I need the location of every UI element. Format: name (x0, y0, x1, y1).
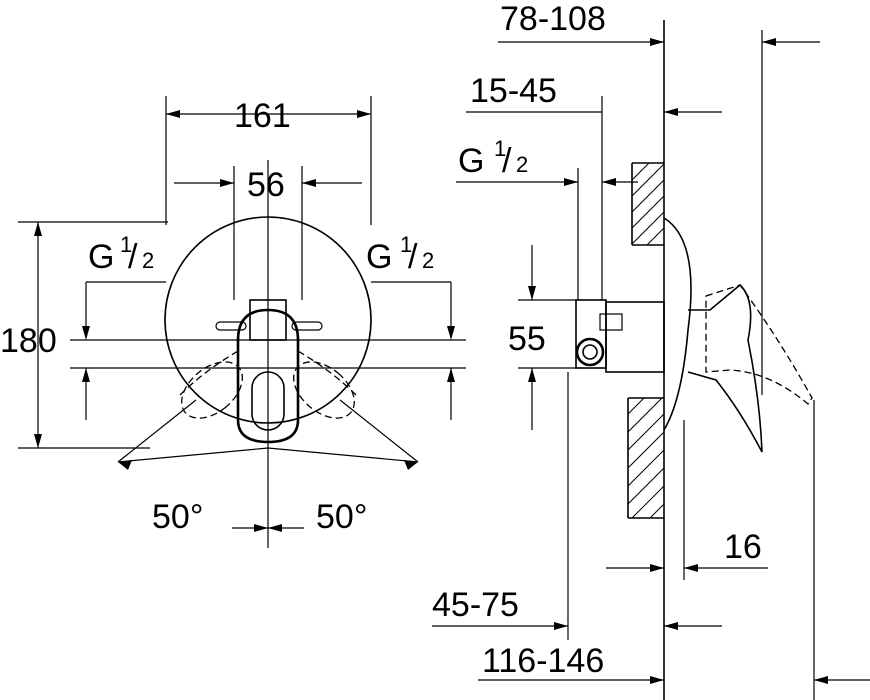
front-view (18, 96, 466, 548)
svg-text:1: 1 (400, 232, 412, 257)
mount-ear-right (291, 321, 323, 331)
svg-text:G: G (458, 142, 484, 180)
wall-hatch-bottom (627, 397, 665, 519)
wall-hatch-top (631, 162, 665, 246)
svg-text:G: G (366, 238, 392, 276)
thread-label-right: G 1 / 2 (366, 232, 434, 276)
svg-text:1: 1 (494, 136, 506, 161)
lever-swing-dashed (705, 284, 813, 405)
lever-handle (236, 308, 300, 444)
mount-ear-left (215, 321, 247, 331)
thread-label-side: G 1 / 2 (458, 136, 528, 180)
dim-161: 161 (234, 97, 291, 135)
dim-15-45: 15-45 (470, 72, 557, 110)
svg-text:G: G (88, 238, 114, 276)
dim-16: 16 (724, 528, 762, 566)
cover-plate-side (663, 217, 692, 431)
svg-text:2: 2 (142, 248, 154, 273)
dim-45-75: 45-75 (432, 586, 519, 624)
dim-78-108: 78-108 (500, 0, 606, 38)
dim-56: 56 (247, 166, 285, 204)
svg-text:/: / (502, 142, 512, 180)
svg-text:2: 2 (516, 152, 528, 177)
dim-55: 55 (508, 320, 546, 358)
thread-label-left: G 1 / 2 (88, 232, 154, 276)
inlet-connector (575, 337, 605, 367)
svg-text:/: / (128, 238, 138, 276)
svg-text:1: 1 (120, 232, 132, 257)
lever-side (687, 283, 763, 453)
svg-text:/: / (408, 238, 418, 276)
svg-text:2: 2 (422, 248, 434, 273)
dim-180: 180 (0, 322, 57, 360)
angle-right: 50° (316, 498, 367, 536)
dim-116-146: 116-146 (482, 642, 604, 680)
side-view (432, 20, 870, 700)
angle-left: 50° (152, 498, 203, 536)
